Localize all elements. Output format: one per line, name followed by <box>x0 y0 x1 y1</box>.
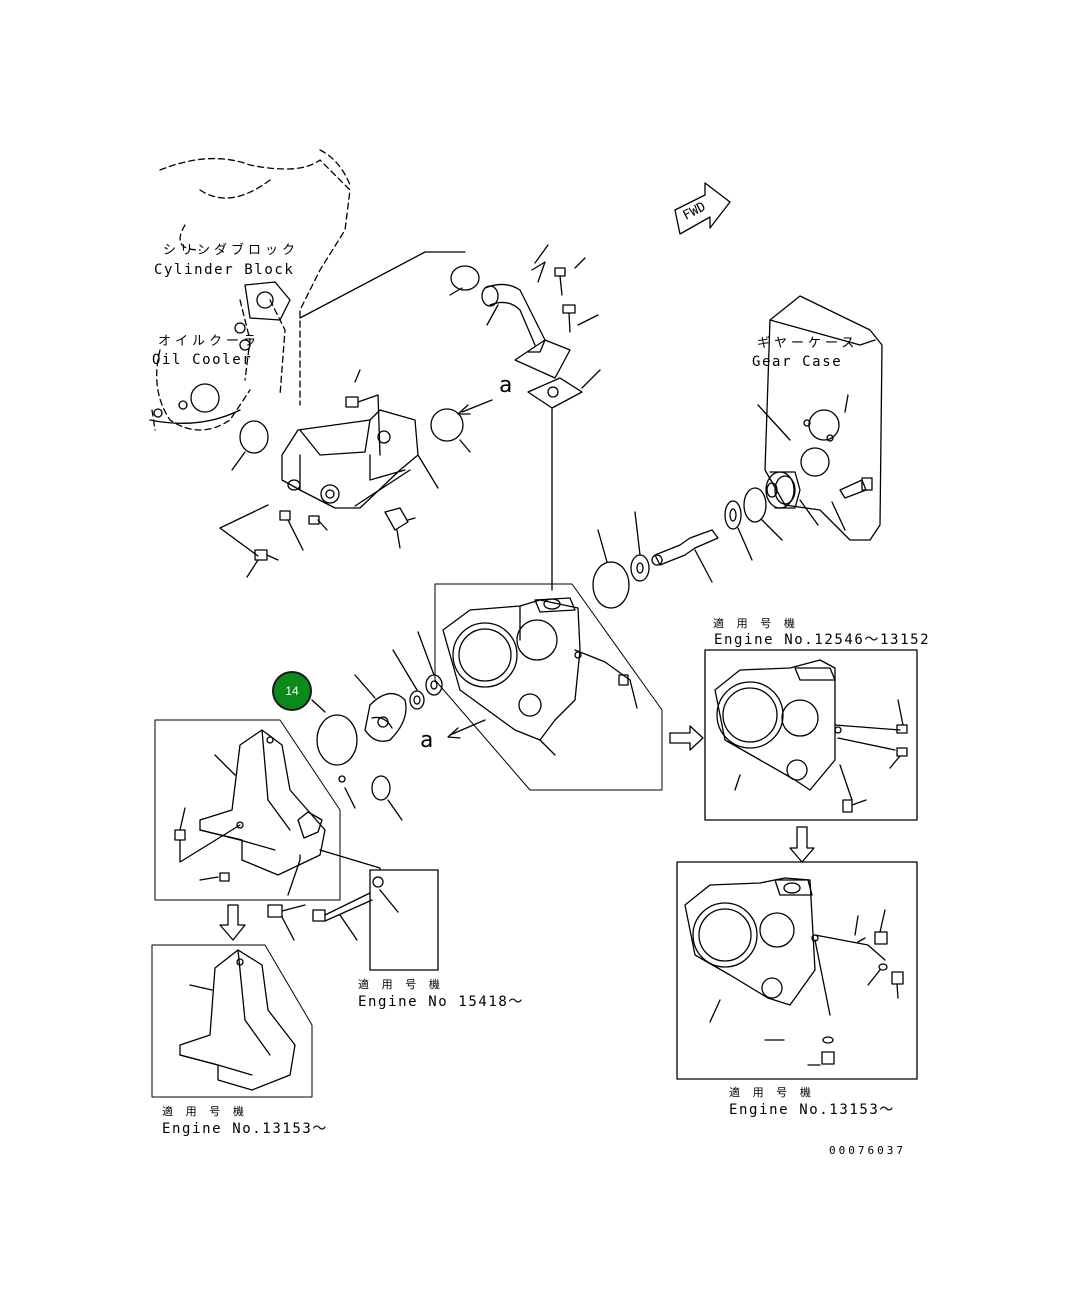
engine-range-13153-left: Engine No.13153～ <box>162 1121 329 1137</box>
gear-case <box>757 295 883 541</box>
impeller-group <box>354 631 443 742</box>
idler-gear <box>765 471 819 526</box>
applicable-label-3: 適 用 号 機 <box>162 1105 247 1118</box>
engine-range-12546-13152: Engine No.12546～13152 <box>714 632 931 648</box>
cylinder-block-label: Cylinder Block <box>154 262 295 278</box>
engine-range-13153-right: Engine No.13153～ <box>729 1102 896 1118</box>
pump-housing <box>434 583 663 791</box>
housing-variant-12546 <box>704 649 918 821</box>
housing-variant-13153 <box>676 861 918 1080</box>
view-a-label-top: a <box>499 373 513 398</box>
callout-14-button[interactable]: 14 <box>272 671 312 711</box>
applicable-label-2: 適 用 号 機 <box>358 978 443 991</box>
drawing-number: 00076037 <box>829 1144 906 1157</box>
cylinder-block-outline <box>151 149 351 431</box>
pump-shaft <box>651 529 719 583</box>
oil-cooler-label-jp: オイルクーラ <box>158 334 261 349</box>
applicable-label-4: 適 用 号 機 <box>729 1086 814 1099</box>
applicable-label-1: 適 用 号 機 <box>713 617 798 630</box>
fwd-arrow <box>674 182 731 235</box>
view-a-label-bottom: a <box>420 728 434 753</box>
cylinder-block-label-jp: シリンダブロック <box>163 243 300 258</box>
gear-case-label-jp: ギヤーケース <box>757 336 859 351</box>
cover-bolts <box>267 849 439 971</box>
oil-cooler-sketch <box>149 281 291 424</box>
bracket-pipe <box>281 409 439 509</box>
water-tube <box>481 283 571 379</box>
tube-bolts <box>531 244 599 333</box>
gear-case-label: Gear Case <box>752 354 843 370</box>
engine-range-15418: Engine No 15418～ <box>358 994 525 1010</box>
cover-assembly-current <box>154 719 341 901</box>
cover-assembly-13153 <box>151 944 313 1098</box>
oil-cooler-label: Oil Cooler <box>152 352 253 368</box>
